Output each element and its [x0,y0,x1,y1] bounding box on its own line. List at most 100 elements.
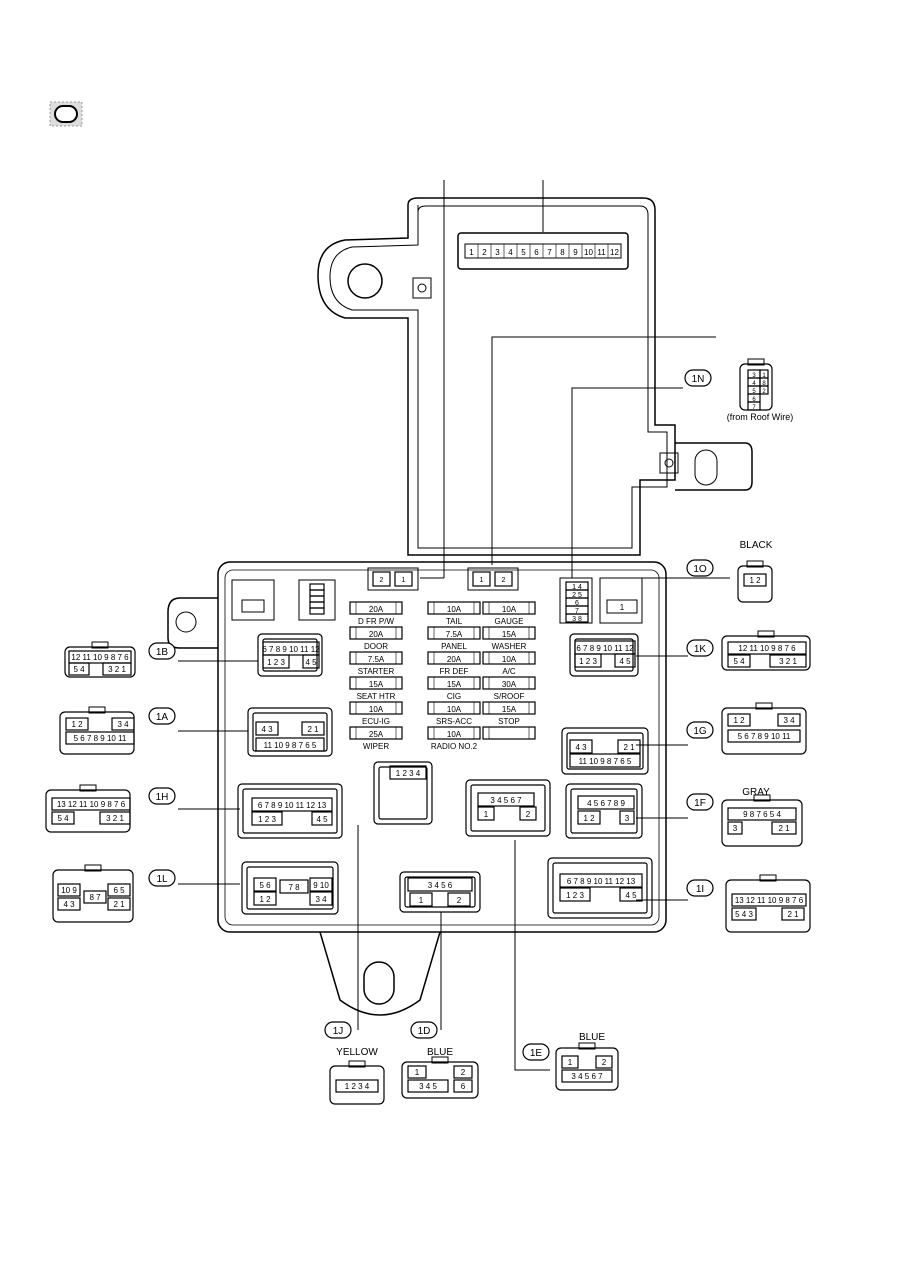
junction-block-upper-housing [317,197,676,556]
connector-body [45,789,131,833]
fuse-slot [427,726,481,740]
fuse-name: WASHER [492,642,527,651]
fuse-name: ECU-IG [362,717,390,726]
fuse-slot [349,726,403,740]
label-1e-color: BLUE [579,1032,605,1043]
tag-1f: 1F [686,793,714,811]
pin-row-label: 3 2 1 [108,665,126,674]
tag-1a: 1A [148,707,176,725]
relay-pin [494,571,513,587]
pin-row-label: 4 5 [619,657,631,666]
fuse-slot [482,676,536,690]
connector-outline [399,871,481,913]
pin-cell [747,401,761,411]
tag-label: 1F [694,798,706,809]
pin-row-label: 11 10 9 8 7 6 5 [579,757,632,766]
stack-cell [309,607,325,615]
fuse-name: TAIL [446,617,463,626]
pin-1: 1 [480,577,484,584]
pin-row [107,897,131,911]
pin-row-label: 1 2 3 [579,657,597,666]
pin-row [262,641,320,656]
pin-row-label: 6 7 8 9 10 11 12 [576,644,634,653]
pin-row [262,654,290,669]
stack-cell [309,589,325,597]
pin-row-label: 4 5 [316,815,328,824]
connector-outline [565,783,643,839]
fuse-name: STARTER [358,667,395,676]
connector-body [555,1047,619,1091]
pin-label: 7 [575,608,579,615]
fuse-amp: 7.5A [446,630,463,639]
pin-row [253,891,277,906]
pin-row [251,811,283,826]
pin-2: 2 [502,577,506,584]
fuse-name: SEAT HTR [357,692,396,701]
pin-row [389,765,427,780]
connector-note: (from Roof Wire) [727,412,794,422]
pin-row-label: 3 4 5 6 7 [490,796,522,805]
tag-1k: 1K [686,639,714,657]
tag-1l: 1L [148,869,176,887]
pin-label: 6 [575,600,579,607]
fuse-amp: 20A [369,605,384,614]
pin-row [731,907,757,921]
pin-row [617,739,641,754]
connector-outline [561,727,649,775]
pin-row [253,877,277,892]
fuse-slot [427,601,481,615]
pin-row [68,662,90,676]
stack-cell [309,595,325,603]
pin-row-label: 1 2 [71,720,83,729]
pin-row-label: 4 5 [625,891,637,900]
pin-row-label: 3 4 [783,716,795,725]
socket-1o: 1 [599,577,643,624]
fuse-slot [482,601,536,615]
fuse-name: FR DEF [440,667,469,676]
pin-row [477,792,535,807]
pin-row-label: 6 5 [113,886,125,895]
pin-4: 4 [508,248,513,257]
connector-body [329,1065,385,1105]
fuse-slot [482,701,536,715]
pin-row-label: 6 7 8 9 10 11 12 [262,645,320,654]
pin-row-label: 5 4 [73,665,85,674]
tag-label: 1H [156,792,169,803]
pin-row [102,662,132,676]
fuse-amp: 10A [369,705,384,714]
pin-row [743,573,767,587]
fuse-amp: 15A [369,680,384,689]
svg-text:1: 1 [620,603,625,612]
pin-row-label: 5 4 [733,657,745,666]
pin-row [769,654,807,668]
tag-label: 1I [696,884,704,895]
fuse-slot [427,676,481,690]
pin-row-label: 1 2 3 4 [396,769,421,778]
pin-row [559,873,643,888]
tag-1g: 1G [686,721,714,739]
fuse-amp: 10A [447,705,462,714]
pin-row [771,821,797,835]
pin-row [68,650,132,664]
connector-body [721,799,803,847]
relay-pin [394,571,413,587]
socket-1j: 1 2 3 4 [373,761,433,825]
pin-row-label: 10 9 [61,886,77,895]
label-1o-color: BLACK [740,540,773,551]
pin-row [727,641,807,655]
fuse-seat-htr: 15A SEAT HTR [349,676,403,701]
pin-row [619,887,643,902]
